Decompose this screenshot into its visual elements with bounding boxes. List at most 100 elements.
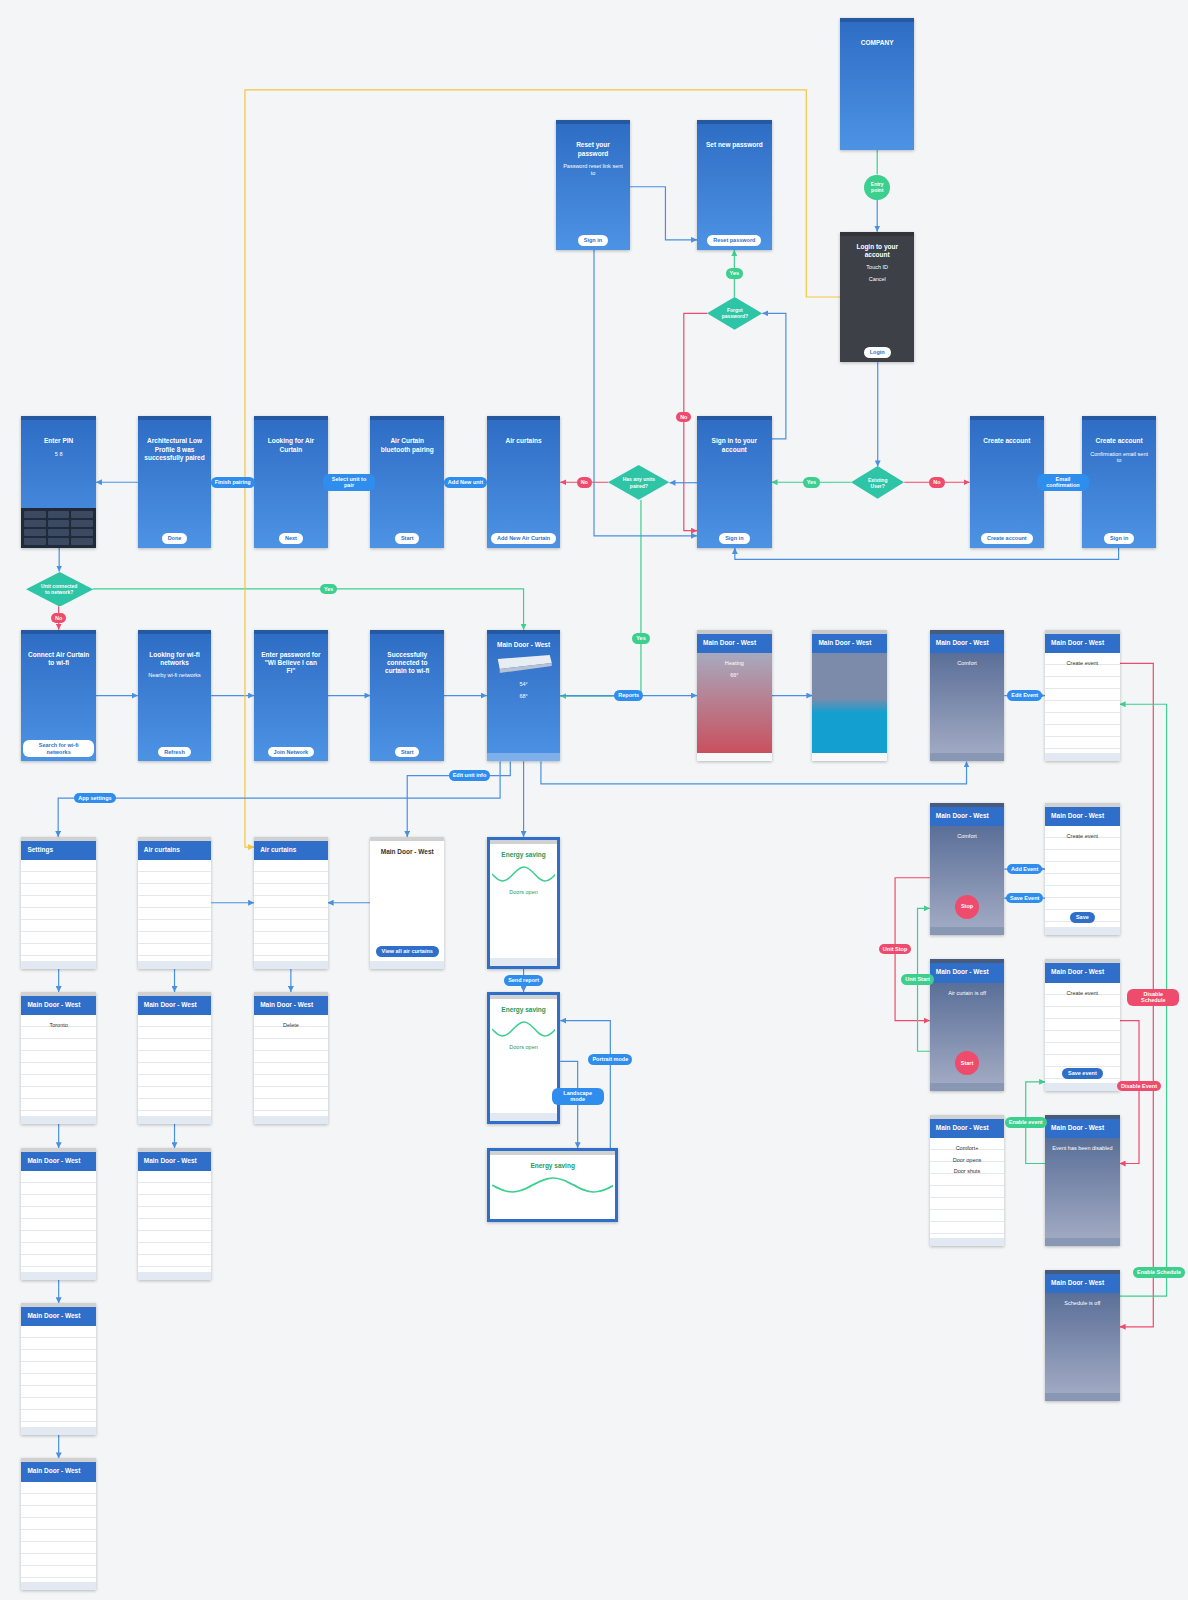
energy-chart [492,1174,614,1196]
screen-body: Create accountCreate account [970,420,1045,548]
button-label: Create account [981,533,1033,544]
key [71,511,93,518]
phone-screen: Enter PIN5 8 [21,416,96,548]
edge-label: Yes [803,477,820,488]
key [24,520,46,527]
status-bar [370,630,443,634]
connector [58,1124,59,1149]
phone-screen: Main Door - WestAir curtain is offStart [930,959,1005,1091]
phone-screen: Main Door - West54°68° [487,630,560,762]
screen-title: Reset your password [558,140,627,158]
edge-label: Add Event [1007,864,1042,875]
screen-text: Event has been disabled [1047,1144,1118,1153]
key [48,520,70,527]
connector [407,761,510,837]
screen-title: Connect Air Curtain to wi-fi [23,650,94,668]
screen-body [254,860,327,961]
connector [523,761,524,837]
connector [877,200,878,232]
screen-body: Connect Air Curtain to wi-fiSearch for w… [21,634,96,762]
screen-header: Main Door - West [21,1462,96,1481]
connector [211,902,254,903]
edge-label: Disable Event [1117,1081,1161,1092]
connector [630,187,697,240]
screen-title: Main Door - West [140,1000,209,1010]
decision-label: Unit connected to network? [40,583,79,596]
screen-title: Air curtains [140,845,209,855]
screen-body: Login to your accountTouch IDCancelLogin [840,236,915,363]
screen-body [138,1171,211,1272]
screen-body: Looking for wi-fi networksNearby wi-fi n… [138,634,211,762]
edge-label: Disable Schedule [1127,989,1179,1006]
key [24,511,46,518]
energy-chart [492,1018,555,1040]
screen-title: Main Door - West [23,1311,94,1321]
connector [58,1435,59,1458]
screen-header: Air curtains [138,841,211,860]
screen-body [21,1326,96,1427]
status-bar [21,416,96,420]
screen-body: Energy saving [490,1155,616,1218]
tab-bar [930,1238,1005,1246]
status-bar [697,120,772,124]
button-label: Save [1070,912,1095,923]
screen-title: Main Door - West [932,638,1003,648]
screen-title: Sign in to your account [699,436,770,454]
connector [58,761,500,837]
phone-screen: Main Door - WestView all air curtains [370,837,443,969]
entry-label: Entry point [864,181,890,194]
connector [444,695,487,696]
edge-label: Enable Schedule [1133,1267,1185,1278]
edge-label: Add New unit [444,477,487,488]
phone-screen: Main Door - West [138,992,211,1124]
screen-title: Main Door - West [1047,1278,1118,1288]
phone-screen: Successfully connected to curtain to wi-… [370,630,443,762]
phone-screen: Set new passwordReset password [697,120,772,250]
edge-label: Edit unit info [449,770,491,781]
screen-title: Main Door - West [372,847,441,857]
connector [560,1021,610,1149]
diamond-outline [851,466,904,499]
screen-title: Successfully connected to curtain to wi-… [372,650,441,676]
edge-label: Edit Event [1007,690,1042,701]
phone-screen: COMPANY [840,18,915,150]
edge-label: Yes [320,584,337,595]
screen-text: 54° [489,680,558,689]
tab-bar [1045,1238,1120,1246]
screen-body: Main Door - WestView all air curtains [370,841,443,961]
button-label: Next [279,533,303,544]
screen-header: Main Door - West [138,996,211,1015]
screen-body: Create event [1045,653,1120,754]
tab-bar [138,961,211,969]
button-label: Add New Air Curtain [491,533,556,544]
screen-body: Main Door - West54°68° [487,634,560,754]
status-bar [970,416,1045,420]
screen-title: Architectural Low Profile 8 was successf… [140,436,209,462]
edge-label: Unit Stop [879,944,911,955]
phone-screen: Login to your accountTouch IDCancelLogin [840,232,915,363]
screen-header: Main Door - West [1045,634,1120,653]
screen-header: Main Door - West [930,963,1005,982]
connector [560,1061,577,1148]
screen-text: 5 8 [23,450,94,459]
connector [96,695,138,696]
decision-diamond: Unit connected to network? [26,572,93,607]
tab-bar [1045,753,1120,761]
screen-title: COMPANY [842,38,913,48]
screen-text: Create event [1047,989,1118,998]
screen-body: Air Curtain bluetooth pairingStart [370,420,443,548]
screen-title: Energy saving [492,850,555,860]
screen-text: Comfort [932,832,1003,841]
screen-text: Doors open [492,888,555,897]
edge-label: No [577,477,592,488]
tab-bar [1045,1393,1120,1401]
status-bar [254,630,327,634]
screen-body: Successfully connected to curtain to wi-… [370,634,443,762]
screen-body: Energy savingDoors open [490,844,557,958]
tab-bar [697,753,772,761]
screen-header: Main Door - West [21,1152,96,1171]
tab-bar [930,753,1005,761]
screen-header: Main Door - West [254,996,327,1015]
screen-title: Main Door - West [1047,1123,1118,1133]
tab-bar [930,1083,1005,1091]
